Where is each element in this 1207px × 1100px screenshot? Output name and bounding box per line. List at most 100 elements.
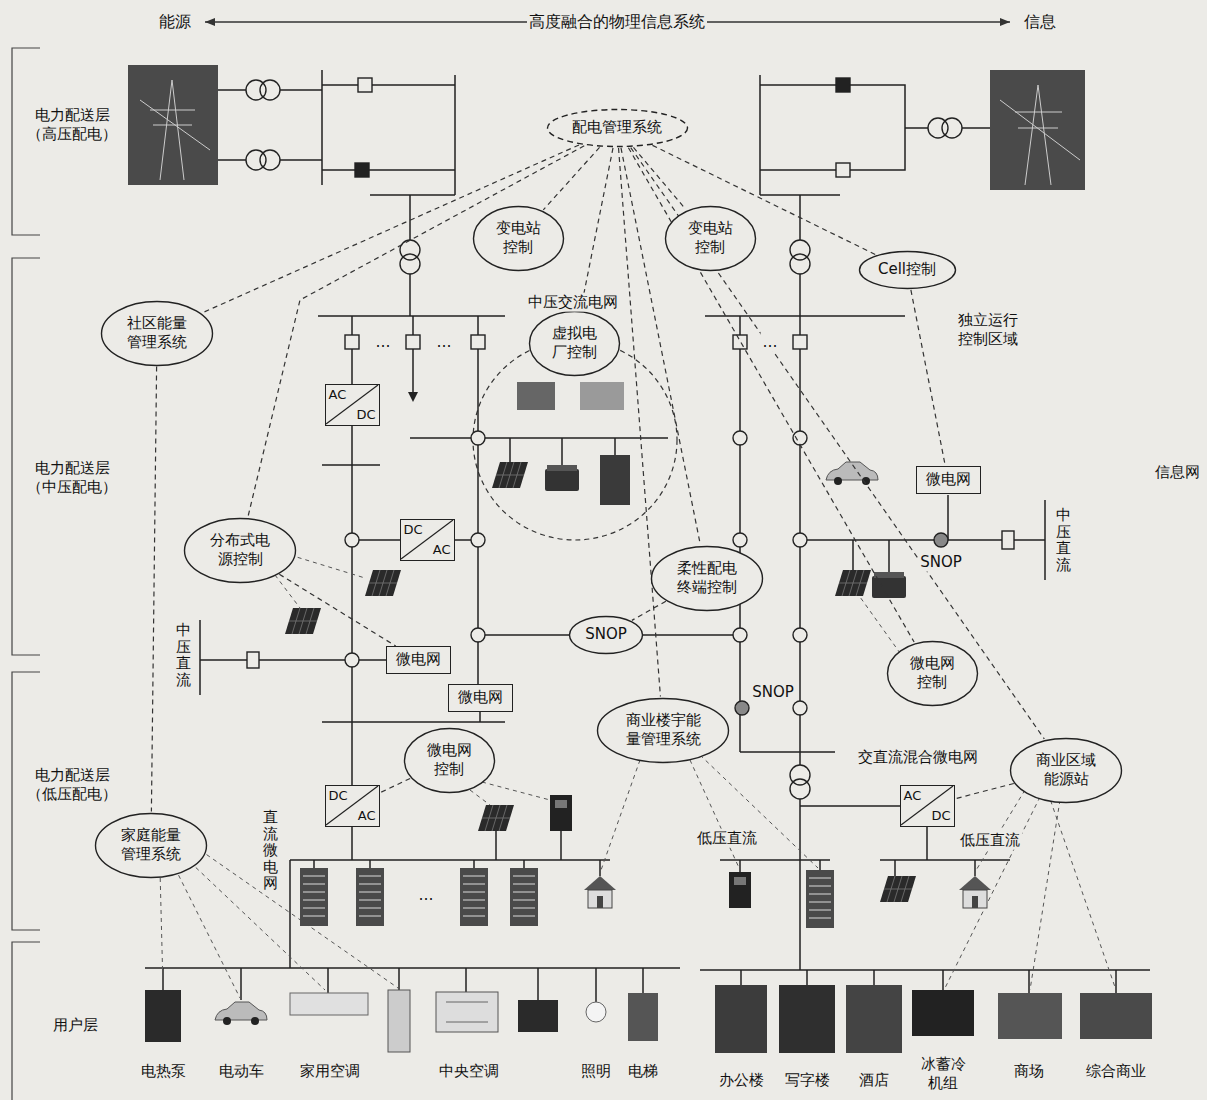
converter-box: DCAC [400,519,455,561]
breaker-node [793,533,807,547]
ellipse-shape [185,518,296,582]
info-link [151,366,156,811]
control-ellipse: Cell控制 [858,250,957,290]
switch-open [793,335,807,349]
building-icon [300,868,328,926]
breaker-node [733,628,747,642]
node-body: 商业楼宇能 量管理系统 [621,711,705,750]
text-label: 中压交流电网 [526,293,620,312]
info-link [633,147,685,209]
control-ellipse: 商业楼宇能 量管理系统 [596,697,730,764]
transformer-coil [260,80,280,100]
control-ellipse: 分布式电 源控制 [183,517,297,584]
text-label: 家用空调 [298,1062,362,1081]
ellipse-shape [96,813,207,877]
breaker-node [471,431,485,445]
breaker-node [471,533,485,547]
ellipse-shape [547,110,687,147]
info-link [631,148,1045,739]
charger-icon [729,872,751,908]
text-label: 办公楼 [717,1071,766,1090]
text-label: 独立运行 控制区域 [952,311,1025,349]
switch-closed [836,78,850,92]
text-label: 高度融合的物理信息系统 [527,12,707,32]
node-text: 配电管理系统 [572,118,662,138]
tower-lattice [140,80,210,180]
node-body: 微电网 控制 [422,741,476,780]
ellipse-shape [404,728,494,792]
building-icon [460,868,488,926]
node-body: 柔性配电 终端控制 [673,559,742,598]
text-label: … [374,333,393,352]
node-text: 柔性配电 终端控制 [673,559,742,598]
snop-node [934,533,948,547]
control-ellipse: SNOP [568,615,644,655]
node-body: 虚拟电 厂控制 [547,324,601,363]
pv-panel-icon [365,570,401,596]
commercial-photo [1080,993,1152,1039]
node-text: DC [931,808,950,824]
node-text: 变电站 控制 [491,219,545,258]
text-label: 低压直流 [958,831,1022,850]
breaker-node [793,431,807,445]
text-label: 中央空调 [437,1062,501,1081]
switch-closed [355,163,369,177]
breaker-node [733,533,747,547]
battery-icon [872,572,906,598]
converter-box: DCAC [325,785,380,827]
hotel-photo [846,985,902,1053]
pv-panel-icon [285,608,321,634]
text-label: 低压直流 [695,829,759,848]
power-wires [145,70,1150,1002]
office-photo [715,985,767,1053]
node-text: 商业楼宇能 量管理系统 [621,711,705,750]
text-label: 冰蓄冷 机组 [916,1055,971,1093]
control-ellipse: 虚拟电 厂控制 [528,310,621,377]
building-icon [510,868,538,926]
text-label: 电热泵 [139,1062,188,1081]
control-ellipse: 社区能量 管理系统 [100,300,214,367]
info-link [911,290,945,466]
breakers [345,431,948,715]
node-text: AC [329,387,347,403]
node-text: DC [356,407,375,423]
air-conditioner [290,993,368,1015]
node-text: 社区能量 管理系统 [123,314,192,353]
mall-photo [998,993,1062,1039]
snop-node [735,701,749,715]
heat-pump [145,990,181,1042]
pv-panel-icon [478,805,514,831]
breaker-node [793,701,807,715]
building-icon [356,868,384,926]
pv-panel-icon [880,876,916,902]
dc-terminal [247,652,259,668]
info-link [380,778,411,793]
node-text: 虚拟电 厂控制 [547,324,601,363]
node-text: SNOP [585,625,627,645]
text-label: 直流微电网 [261,809,280,892]
converter-box: AC DC [325,384,380,426]
node-body: SNOP [585,625,627,645]
node-body: 微电网 控制 [905,654,959,693]
node-text: 变电站 控制 [683,219,737,258]
battery-icon [545,465,579,491]
car-icon [826,462,878,485]
breaker-node [345,653,359,667]
tower-photo [128,65,218,185]
node-body: 变电站 控制 [683,219,737,258]
diagonal-line [401,520,453,559]
node-text: 商业区域 能源站 [1032,751,1101,790]
control-ellipse: 微电网 控制 [886,640,979,707]
text-label: 能源 [157,12,193,32]
text-label: 商场 [1012,1062,1046,1081]
tower-lattice [1000,85,1080,185]
node-text: 微电网 [396,650,441,670]
text-label: SNOP [918,553,964,572]
switch-open [836,163,850,177]
breaker-node [345,533,359,547]
node-body: Cell控制 [878,260,936,280]
